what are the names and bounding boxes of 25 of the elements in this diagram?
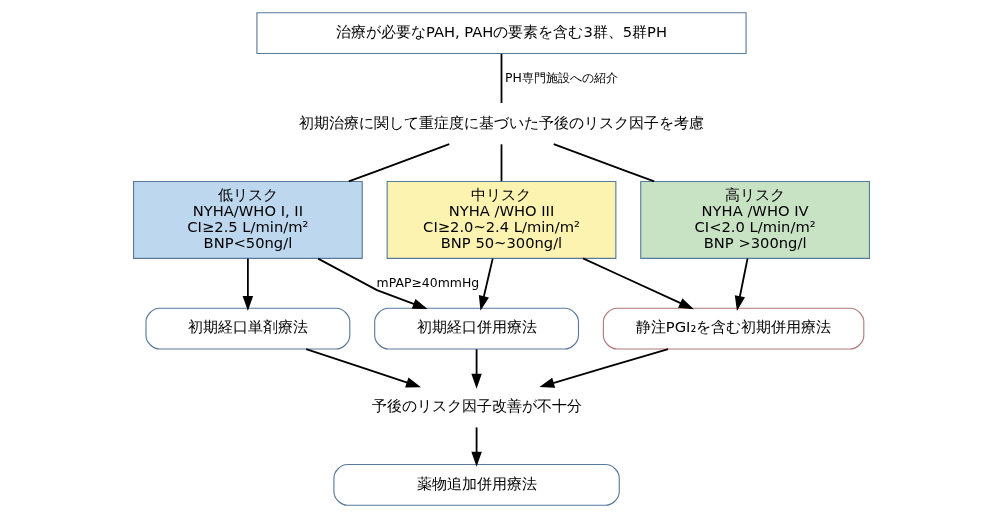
- node-text: 予後のリスク因子改善が不十分: [371, 396, 582, 414]
- node-text: 初期治療に関して重症度に基づいた予後のリスク因子を考慮: [299, 113, 704, 131]
- node-box: 治療が必要なPAH, PAHの要素を含む3群、5群PH: [256, 12, 747, 55]
- node-box: 中リスク NYHA /WHO III CI≥2.0~2.4 L/min/m² BNP 50~300ng/l: [386, 180, 617, 259]
- connector: [500, 143, 503, 183]
- arrow: [539, 348, 669, 388]
- arrow: [734, 257, 749, 311]
- node-box: 初期経口併用療法: [374, 307, 580, 350]
- connector: [347, 143, 451, 183]
- arrow: [582, 257, 694, 310]
- arrow: [242, 257, 254, 311]
- connector: [552, 143, 656, 183]
- arrow: [305, 348, 421, 388]
- arrow: [471, 426, 482, 467]
- edge-label: mPAP≥40mmHg: [376, 274, 480, 290]
- arrow: [317, 257, 428, 310]
- node-box: 低リスク NYHA/WHO I, II CI≥2.5 L/min/m² BNP<50ng/l: [132, 180, 363, 259]
- node-box: 静注PGI₂を含む初期併用療法: [602, 307, 865, 350]
- edge-label: PH専門施設への紹介: [505, 69, 618, 85]
- arrow: [478, 257, 494, 311]
- node-box: 薬物追加併用療法: [333, 463, 620, 506]
- connector: [500, 52, 503, 104]
- arrow: [471, 348, 482, 389]
- node-box: 高リスク NYHA /WHO IV CI<2.0 L/min/m² BNP >300ng/l: [640, 180, 871, 259]
- node-box: 初期経口単剤療法: [145, 307, 351, 350]
